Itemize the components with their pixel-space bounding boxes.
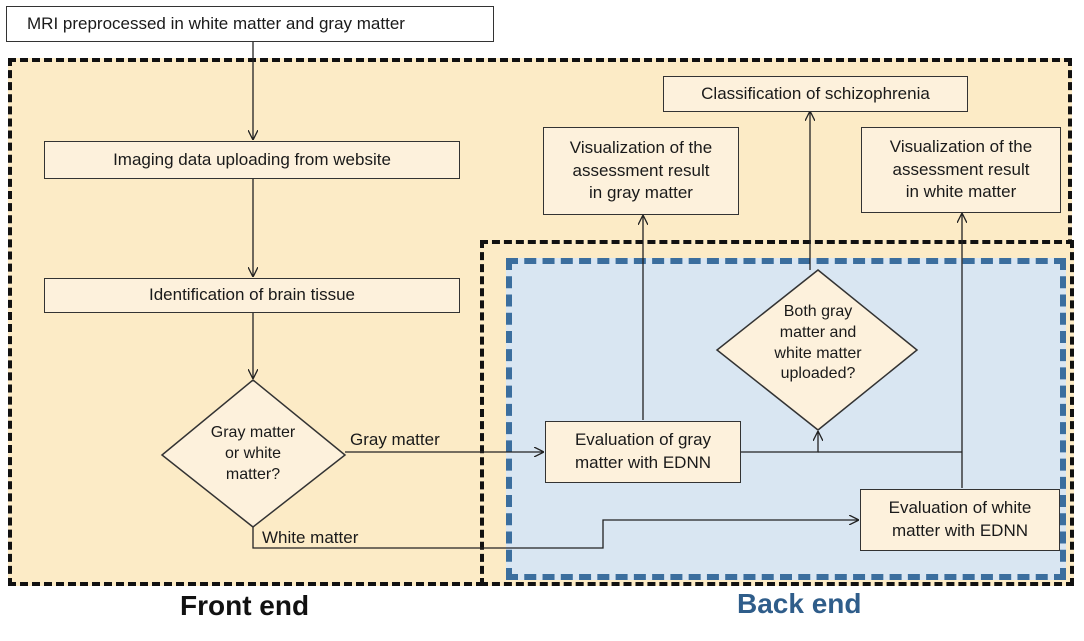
eval-white-text: Evaluation of white matter with EDNN [888,498,1032,540]
gray-matter-label: Gray matter [350,430,440,449]
white-matter-label: White matter [262,528,359,547]
upload-text: Imaging data uploading from website [113,149,391,169]
identify-box: Identification of brain tissue [44,278,460,313]
arrow-decision-evalwhite [252,520,858,549]
both-decision-text: Both gray matter and white matter upload… [774,303,862,383]
eval-white-box: Evaluation of white matter with EDNN [860,489,1060,551]
eval-gray-box: Evaluation of gray matter with EDNN [545,421,741,483]
eval-gray-text: Evaluation of gray matter with EDNN [574,430,712,472]
tissue-decision-diamond [160,379,347,528]
tissue-decision-text: Gray matter or white matter? [210,424,296,483]
start-box: MRI preprocessed in white matter and gra… [6,6,494,42]
vis-white-text: Visualization of the assessment result i… [889,136,1033,202]
both-decision-diamond [715,269,919,431]
vis-white-box: Visualization of the assessment result i… [861,127,1061,213]
back-end-title: Back end [737,588,862,619]
front-end-title: Front end [180,590,310,621]
classification-box: Classification of schizophrenia [663,76,968,112]
classification-text: Classification of schizophrenia [701,83,930,103]
vis-gray-box: Visualization of the assessment result i… [543,127,739,215]
vis-gray-text: Visualization of the assessment result i… [569,137,713,203]
identify-text: Identification of brain tissue [148,285,355,305]
upload-box: Imaging data uploading from website [44,141,460,179]
arrow-evalgray-both [740,432,818,453]
start-text: MRI preprocessed in white matter and gra… [27,13,405,33]
